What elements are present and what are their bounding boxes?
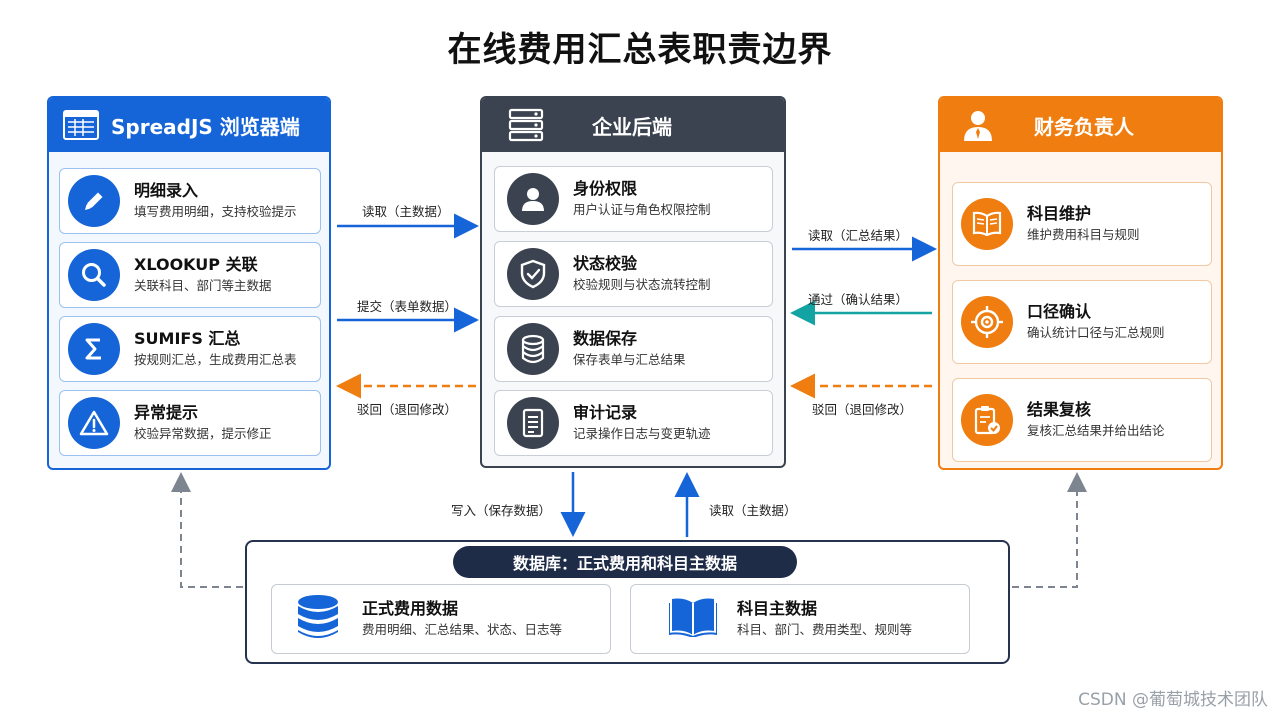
target-icon: [961, 296, 1013, 348]
card-scope-confirm: 口径确认确认统计口径与汇总规则: [952, 280, 1212, 364]
database-panel: 数据库：正式费用和科目主数据 正式费用数据费用明细、汇总结果、状态、日志等 科目…: [245, 540, 1010, 664]
pencil-icon: [68, 175, 120, 227]
document-icon: [507, 397, 559, 449]
card-title: SUMIFS 汇总: [134, 329, 241, 348]
card-subtitle: 校验规则与状态流转控制: [573, 277, 711, 292]
watermark: CSDN @葡萄城技术团队: [1078, 690, 1268, 710]
card-subtitle: 复核汇总结果并给出结论: [1027, 423, 1165, 438]
finance-panel-title: 财务负责人: [1034, 114, 1134, 139]
card-subject-maintenance: 科目维护维护费用科目与规则: [952, 182, 1212, 266]
card-title: XLOOKUP 关联: [134, 255, 258, 274]
card-sumifs: SUMIFS 汇总按规则汇总，生成费用汇总表: [59, 316, 321, 382]
flow-label-finance-reject: 驳回（退回修改）: [812, 402, 913, 417]
server-icon: [508, 107, 544, 143]
card-title: 结果复核: [1027, 400, 1092, 419]
card-formal-expense-data: 正式费用数据费用明细、汇总结果、状态、日志等: [271, 584, 611, 654]
shield-check-icon: [507, 248, 559, 300]
book-icon: [961, 198, 1013, 250]
database-title: 数据库：正式费用和科目主数据: [453, 546, 797, 578]
card-identity: 身份权限用户认证与角色权限控制: [494, 166, 773, 232]
card-title: 科目主数据: [737, 599, 818, 618]
card-subtitle: 用户认证与角色权限控制: [573, 202, 711, 217]
clipboard-check-icon: [961, 394, 1013, 446]
search-icon: [68, 249, 120, 301]
card-audit: 审计记录记录操作日志与变更轨迹: [494, 390, 773, 456]
spreadsheet-icon: [63, 107, 99, 143]
diagram-title: 在线费用汇总表职责边界: [447, 30, 833, 70]
browser-panel-header: SpreadJS 浏览器端: [49, 98, 329, 152]
flow-label-db-read: 读取（主数据）: [709, 503, 797, 518]
browser-panel: SpreadJS 浏览器端 明细录入填写费用明细，支持校验提示 XLOOKUP …: [47, 96, 331, 470]
card-data-save: 数据保存保存表单与汇总结果: [494, 316, 773, 382]
card-title: 审计记录: [573, 403, 638, 422]
flow-label-finance-approve: 通过（确认结果）: [808, 292, 909, 307]
card-subtitle: 费用明细、汇总结果、状态、日志等: [362, 622, 563, 637]
card-title: 科目维护: [1027, 204, 1092, 223]
finance-panel-header: 财务负责人: [940, 98, 1221, 152]
arrow-db-to-browser: [171, 472, 243, 588]
card-result-review: 结果复核复核汇总结果并给出结论: [952, 378, 1212, 462]
card-title: 异常提示: [134, 403, 199, 422]
card-subtitle: 科目、部门、费用类型、规则等: [737, 622, 913, 637]
backend-panel-header: 企业后端: [482, 98, 784, 152]
card-xlookup: XLOOKUP 关联关联科目、部门等主数据: [59, 242, 321, 308]
flow-label-browser-reject: 驳回（退回修改）: [357, 402, 458, 417]
flow-label-db-write: 写入（保存数据）: [451, 503, 552, 518]
flow-label-browser-submit: 提交（表单数据）: [357, 299, 458, 314]
card-detail-entry: 明细录入填写费用明细，支持校验提示: [59, 168, 321, 234]
card-subtitle: 关联科目、部门等主数据: [134, 278, 272, 293]
user-icon: [507, 173, 559, 225]
flow-label-browser-read: 读取（主数据）: [362, 204, 450, 219]
open-book-icon: [668, 597, 718, 641]
sigma-icon: [68, 323, 120, 375]
card-title: 正式费用数据: [362, 599, 459, 618]
browser-panel-title: SpreadJS 浏览器端: [111, 114, 300, 139]
warning-icon: [68, 397, 120, 449]
card-title: 口径确认: [1027, 302, 1092, 321]
card-subtitle: 校验异常数据，提示修正: [134, 426, 272, 441]
backend-panel: 企业后端 身份权限用户认证与角色权限控制 状态校验校验规则与状态流转控制 数据保…: [480, 96, 786, 468]
card-subject-master-data: 科目主数据科目、部门、费用类型、规则等: [630, 584, 970, 654]
database-icon: [507, 323, 559, 375]
card-subtitle: 记录操作日志与变更轨迹: [573, 426, 711, 441]
card-subtitle: 保存表单与汇总结果: [573, 352, 686, 367]
finance-panel: 财务负责人 科目维护维护费用科目与规则 口径确认确认统计口径与汇总规则 结果复核…: [938, 96, 1223, 470]
card-subtitle: 填写费用明细，支持校验提示: [134, 204, 297, 219]
backend-panel-title: 企业后端: [592, 114, 672, 139]
person-icon: [960, 107, 996, 143]
card-title: 明细录入: [134, 181, 199, 200]
card-anomaly: 异常提示校验异常数据，提示修正: [59, 390, 321, 456]
flow-label-finance-read: 读取（汇总结果）: [808, 228, 909, 243]
card-subtitle: 确认统计口径与汇总规则: [1027, 325, 1165, 340]
card-title: 数据保存: [573, 329, 638, 348]
database-icon: [296, 594, 340, 644]
card-state-check: 状态校验校验规则与状态流转控制: [494, 241, 773, 307]
card-title: 状态校验: [573, 254, 638, 273]
arrow-db-to-finance: [1012, 472, 1087, 588]
card-subtitle: 维护费用科目与规则: [1027, 227, 1140, 242]
card-subtitle: 按规则汇总，生成费用汇总表: [134, 352, 297, 367]
card-title: 身份权限: [573, 179, 638, 198]
